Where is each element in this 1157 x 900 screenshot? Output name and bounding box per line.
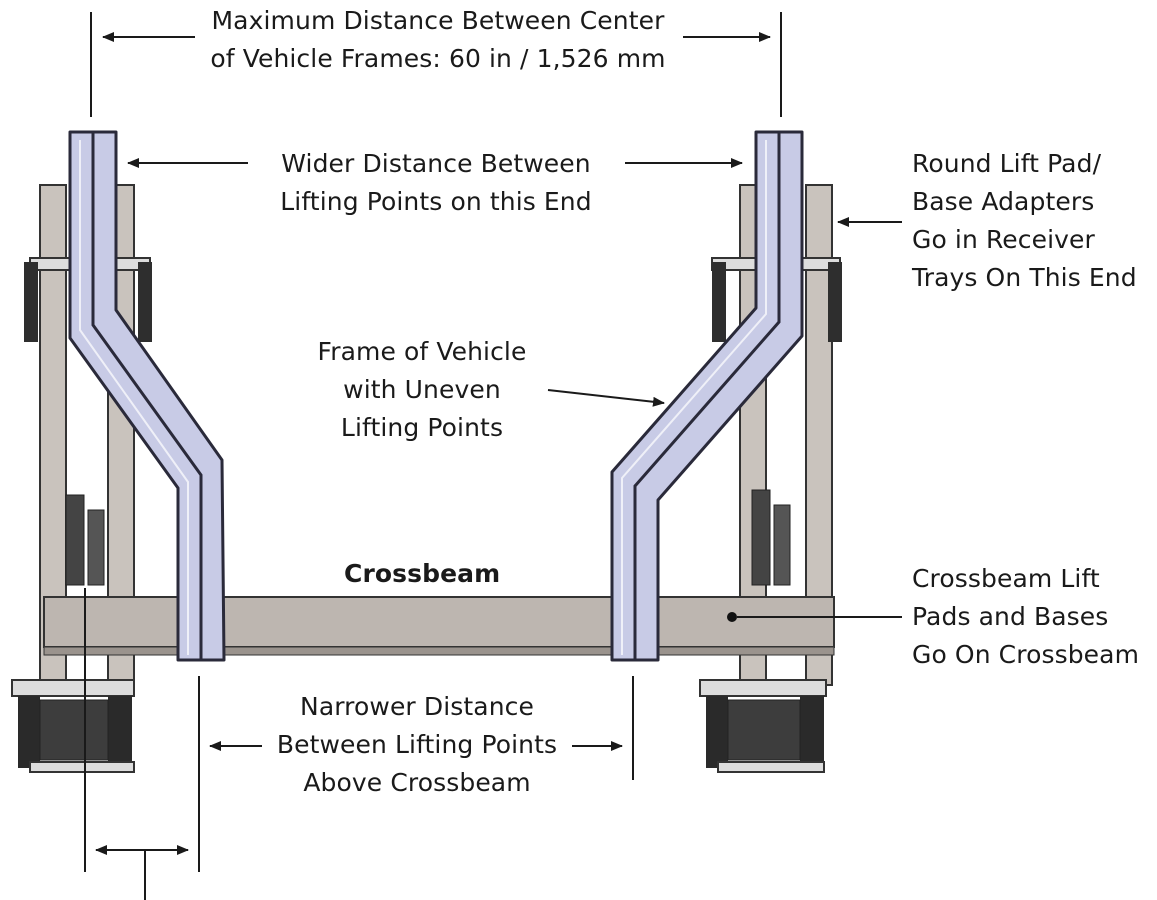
round-pad-line1: Round Lift Pad/ [912, 149, 1102, 178]
right-vehicle-frame [610, 130, 804, 662]
frame-vehicle-line3: Lifting Points [340, 413, 504, 442]
left-vehicle-frame [68, 130, 226, 662]
max-distance-line1: Maximum Distance Between Center [211, 6, 665, 35]
crossbeam-label: Crossbeam [344, 559, 501, 588]
wider-distance-line1: Wider Distance Between [281, 149, 591, 178]
max-distance-line2: of Vehicle Frames: 60 in / 1,526 mm [210, 44, 666, 73]
round-pad-line3: Go in Receiver [912, 225, 1095, 254]
crossbeam-pads-label: Crossbeam Lift Pads and Bases Go On Cros… [912, 560, 1152, 674]
frame-of-vehicle-label: Frame of Vehicle with Uneven Lifting Poi… [298, 333, 546, 447]
narrower-distance-line3: Above Crossbeam [303, 768, 531, 797]
annotation-lines [84, 12, 902, 900]
frame-vehicle-line2: with Uneven [343, 375, 501, 404]
max-distance-label: Maximum Distance Between Center of Vehic… [188, 2, 688, 78]
crossbeam-pads-line1: Crossbeam Lift [912, 564, 1100, 593]
round-pad-line2: Base Adapters [912, 187, 1095, 216]
frame-vehicle-line1: Frame of Vehicle [317, 337, 527, 366]
narrower-distance-line2: Between Lifting Points [276, 730, 558, 759]
crossbeam-pads-line2: Pads and Bases [912, 602, 1109, 631]
narrower-distance-line1: Narrower Distance [300, 692, 534, 721]
wider-distance-line2: Lifting Points on this End [280, 187, 592, 216]
crossbeam-bar [43, 596, 835, 656]
crossbeam-pad-point [727, 612, 737, 622]
round-pad-line4: Trays On This End [912, 263, 1137, 292]
wider-distance-label: Wider Distance Between Lifting Points on… [254, 145, 618, 221]
narrower-distance-label: Narrower Distance Between Lifting Points… [262, 688, 572, 802]
crossbeam-pads-line3: Go On Crossbeam [912, 640, 1140, 669]
round-lift-pad-label: Round Lift Pad/ Base Adapters Go in Rece… [912, 145, 1152, 297]
